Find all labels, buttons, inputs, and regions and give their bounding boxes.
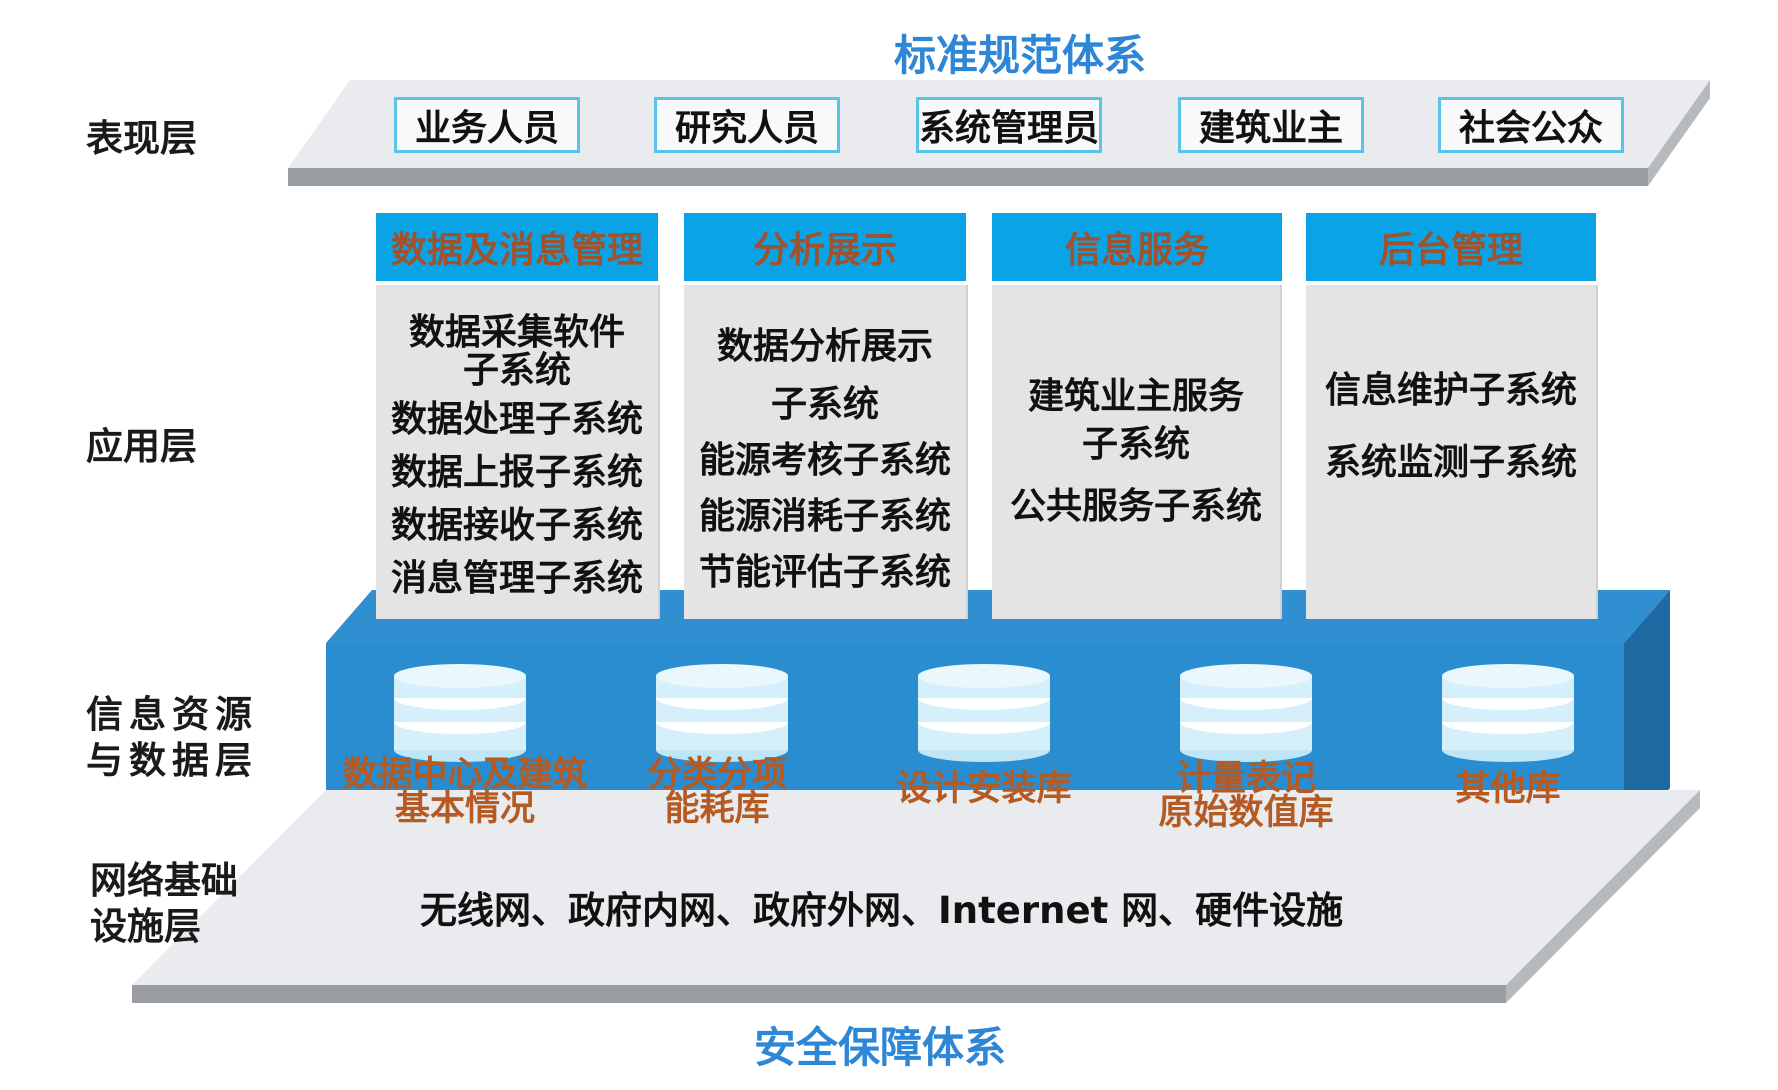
info-data-layer-label-line1: 信息资源	[86, 693, 258, 736]
module-item: 数据处理子系统	[390, 399, 643, 440]
db-label-line: 其他库	[1455, 769, 1561, 809]
db-label-data-center: 数据中心及建筑 基本情况	[330, 755, 600, 829]
module-item: 建筑业主服务	[1027, 376, 1244, 417]
module-item: 数据上报子系统	[390, 452, 643, 493]
info-data-layer-label-line2: 与数据层	[86, 739, 258, 782]
database-icon	[1442, 664, 1574, 762]
db-label-design-install: 设计安装库	[870, 769, 1098, 809]
module-item: 消息管理子系统	[390, 558, 643, 599]
module-item: 系统监测子系统	[1324, 442, 1577, 483]
module-body-info-service: 建筑业主服务 子系统 公共服务子系统	[992, 285, 1280, 619]
module-item: 能源考核子系统	[698, 440, 951, 481]
network-layer-label: 网络基础 设施层	[90, 858, 238, 950]
application-layer-label: 应用层	[86, 425, 197, 468]
db-label-line: 能耗库	[664, 789, 770, 829]
database-icon	[1180, 664, 1312, 762]
database-icon	[656, 664, 788, 762]
module-item: 子系统	[462, 350, 571, 391]
module-item: 公共服务子系统	[1009, 486, 1262, 527]
network-infrastructure-text: 无线网、政府内网、政府外网、Internet 网、硬件设施	[420, 889, 1344, 932]
role-building-owner: 建筑业主	[1178, 97, 1364, 153]
module-body-analysis-display: 数据分析展示 子系统 能源考核子系统 能源消耗子系统 节能评估子系统	[684, 285, 966, 619]
module-header-analysis-display: 分析展示	[684, 213, 966, 281]
role-researcher: 研究人员	[654, 97, 840, 153]
db-label-line: 数据中心及建筑	[342, 755, 588, 795]
db-label-category-energy: 分类分项 能耗库	[612, 755, 822, 829]
db-label-line: 设计安装库	[896, 769, 1072, 809]
network-layer-label-line1: 网络基础	[90, 859, 238, 902]
db-label-line: 基本情况	[394, 789, 535, 829]
module-item: 数据接收子系统	[390, 505, 643, 546]
module-item: 节能评估子系统	[698, 552, 951, 593]
network-layer-label-line2: 设施层	[90, 905, 201, 948]
role-system-admin: 系统管理员	[916, 97, 1102, 153]
module-item: 子系统	[770, 384, 879, 425]
db-label-other: 其他库	[1430, 769, 1586, 809]
module-body-backend-management: 信息维护子系统 系统监测子系统	[1306, 285, 1596, 619]
database-icon	[394, 664, 526, 762]
db-label-line: 分类分项	[646, 755, 787, 795]
db-label-meter-raw: 计量表记 原始数值库	[1130, 759, 1362, 833]
module-header-backend-management: 后台管理	[1306, 213, 1596, 281]
module-body-data-message: 数据采集软件 子系统 数据处理子系统 数据上报子系统 数据接收子系统 消息管理子…	[376, 285, 658, 619]
module-header-info-service: 信息服务	[992, 213, 1282, 281]
role-public: 社会公众	[1438, 97, 1624, 153]
presentation-layer-label: 表现层	[86, 117, 197, 160]
module-item: 子系统	[1081, 424, 1190, 465]
db-label-line: 原始数值库	[1158, 793, 1334, 833]
db-label-line: 计量表记	[1175, 759, 1316, 799]
module-item: 信息维护子系统	[1324, 370, 1577, 411]
standards-system-title: 标准规范体系	[893, 31, 1146, 80]
database-icon	[918, 664, 1050, 762]
module-item: 数据分析展示	[716, 326, 933, 367]
security-system-title: 安全保障体系	[753, 1023, 1006, 1072]
module-item: 数据采集软件	[408, 312, 625, 353]
info-data-layer-label: 信息资源 与数据层	[86, 692, 258, 784]
module-item: 能源消耗子系统	[698, 496, 951, 537]
role-business-staff: 业务人员	[394, 97, 580, 153]
module-header-data-message: 数据及消息管理	[376, 213, 658, 281]
